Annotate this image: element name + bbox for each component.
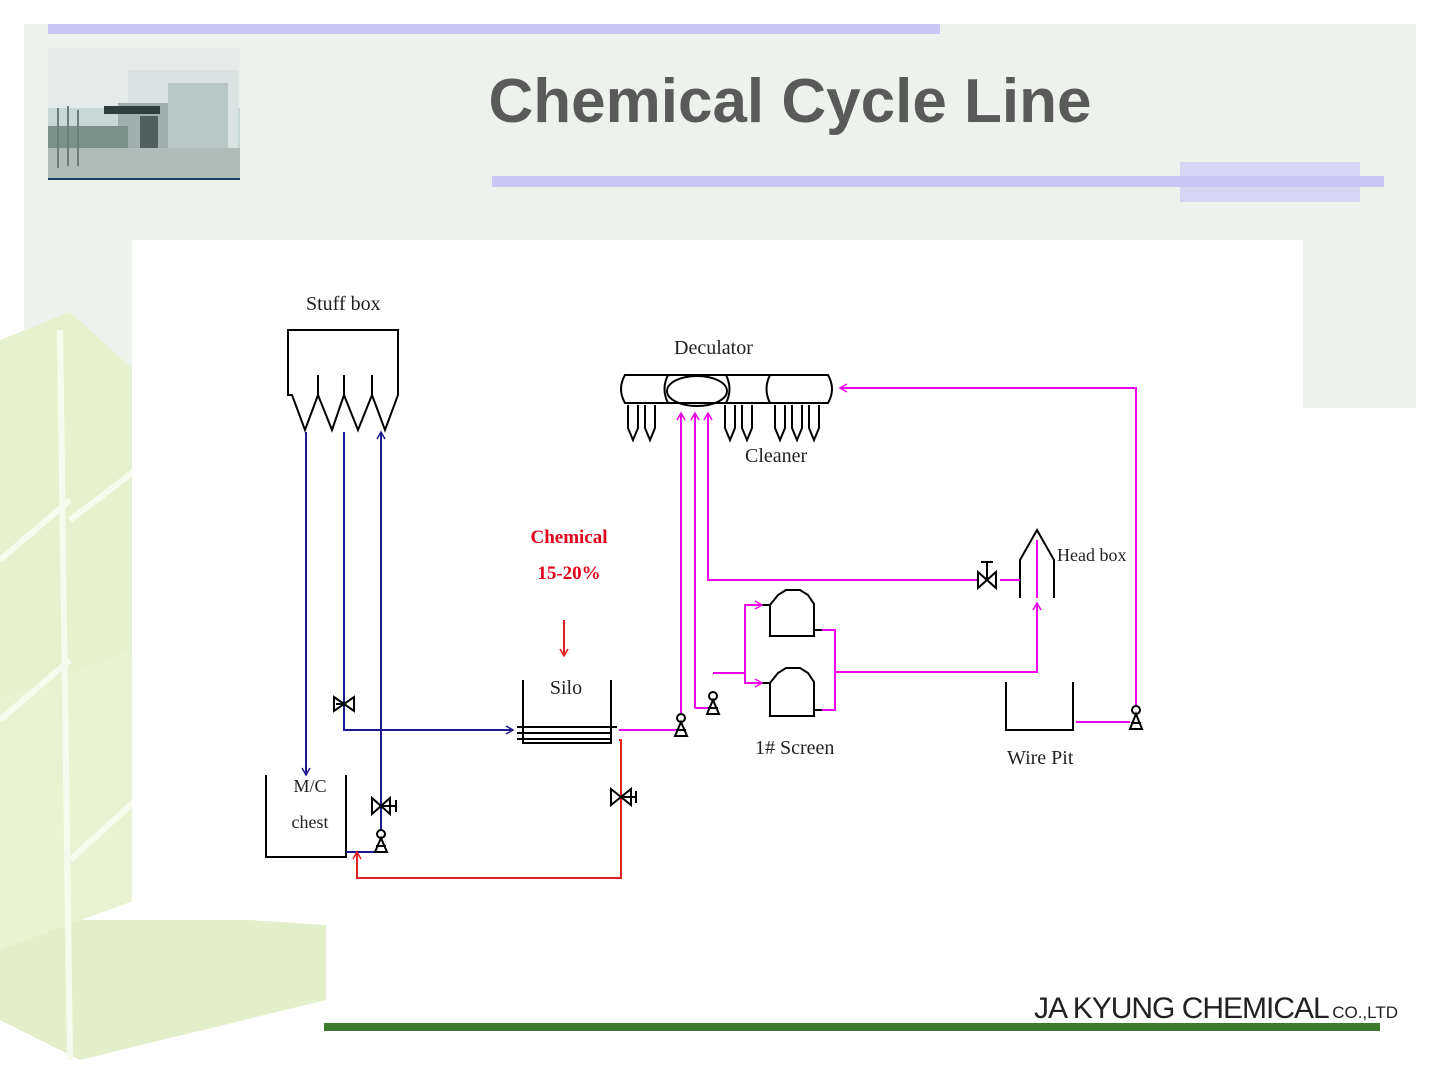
- page-title: Chemical Cycle Line: [488, 67, 1092, 136]
- chemical-label: Chemical: [530, 527, 607, 548]
- chemical-return-line: [352, 620, 622, 879]
- wire-pit-tank: [1005, 682, 1074, 731]
- factory-photo: [48, 48, 240, 180]
- company-logo: JA KYUNG CHEMICAL CO.,LTD: [1034, 992, 1398, 1026]
- chemical-cycle-diagram-panel: Stuff box Deculator Cleaner Chemical 15-…: [132, 240, 1303, 920]
- wire-pit-label: Wire Pit: [1007, 747, 1074, 769]
- valve-red-return: [610, 786, 637, 808]
- mc-chest-tank: [265, 775, 347, 858]
- pump-wire-pit: [1128, 705, 1144, 730]
- valve-blue-feed: [371, 795, 397, 817]
- valve-stuff-return: [333, 695, 355, 713]
- stock-lines: [301, 430, 515, 853]
- chemical-percentage-label: 15-20%: [537, 563, 600, 584]
- valves: [333, 561, 997, 817]
- company-logo-name: JA KYUNG CHEMICAL: [1034, 992, 1330, 1025]
- top-accent-bar: [48, 24, 940, 34]
- head-box-label: Head box: [1057, 545, 1126, 565]
- deculator-unit: [620, 374, 833, 443]
- mc-chest-label-line2: chest: [292, 812, 329, 832]
- screen-units: [762, 589, 822, 717]
- deculator-label: Deculator: [674, 337, 753, 359]
- stuff-box-label: Stuff box: [306, 293, 381, 315]
- pump-screen-feed: [705, 691, 721, 715]
- valve-head-box: [977, 561, 997, 591]
- pump-mc-chest: [373, 829, 389, 853]
- pump-silo-out: [673, 713, 689, 737]
- cleaner-cones: [627, 405, 820, 443]
- stuff-box-unit: [287, 329, 399, 433]
- cleaner-label: Cleaner: [745, 445, 808, 467]
- footer-bar: [324, 1023, 1380, 1031]
- company-logo-suffix: CO.,LTD: [1332, 1003, 1398, 1022]
- screen-label: 1# Screen: [755, 737, 834, 759]
- mc-chest-label-line1: M/C: [293, 776, 326, 796]
- silo-tank: [517, 680, 617, 744]
- silo-label: Silo: [550, 677, 582, 699]
- pumps: [373, 691, 1144, 853]
- title-underline-bar: [492, 176, 1384, 187]
- white-water-lines: [619, 383, 1137, 731]
- head-box-unit: [1019, 527, 1055, 598]
- chemical-cycle-diagram: Stuff box Deculator Cleaner Chemical 15-…: [265, 293, 1144, 879]
